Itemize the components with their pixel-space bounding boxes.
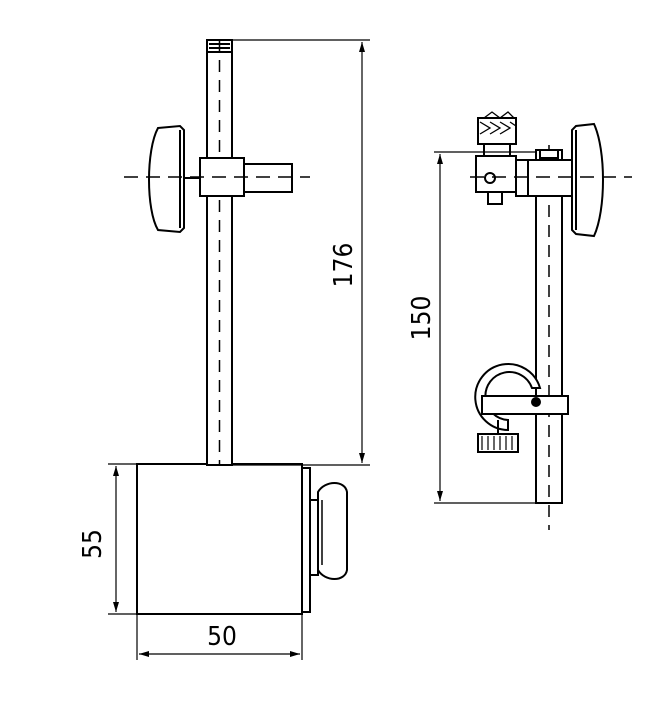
dimension-label-150: 150 [407,296,437,341]
clamp-left [124,124,310,234]
fine-adjust-head-right [470,111,632,205]
vertical-rod-left [206,39,233,466]
dimension-lines-right [434,151,536,504]
dimension-lines-left [108,39,370,660]
magnetic-base-left [136,463,348,615]
dimension-label-50: 50 [207,622,237,652]
top-clamp-right [515,122,604,238]
ring-clamp-right [474,363,569,453]
dimension-label-176: 176 [329,243,359,288]
dimension-label-55: 55 [78,529,108,559]
vertical-rod-right [535,145,563,530]
